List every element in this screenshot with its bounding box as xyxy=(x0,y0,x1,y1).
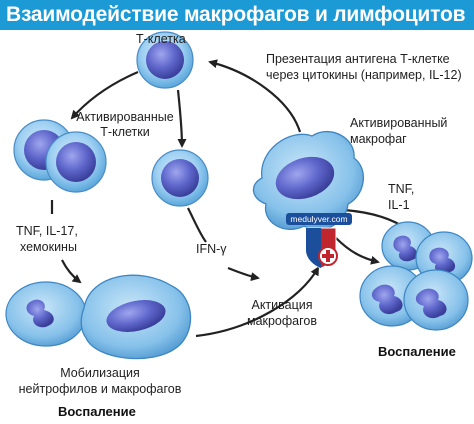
neutrophils-macrophages-left xyxy=(5,274,192,360)
label-t-cell: Т-клетка xyxy=(136,32,186,46)
label-tnf-il1-line2: IL-1 xyxy=(388,198,410,212)
watermark-text: medulyver.com xyxy=(290,214,347,224)
arrow-tcell-to-activated xyxy=(70,70,139,120)
label-activated-macrophage-line1: Активированный xyxy=(350,116,448,130)
diagram-title: Взаимодействие макрофагов и лимфоцитов xyxy=(6,3,466,26)
activated-t-cells xyxy=(13,119,107,193)
arrow-macrophage-to-tcell xyxy=(208,59,302,133)
activated-macrophage xyxy=(252,130,364,231)
title-bar: Взаимодействие макрофагов и лимфоцитов xyxy=(0,0,474,30)
arrow-tnf-to-mobilization xyxy=(61,259,82,284)
t-cell-center xyxy=(151,149,209,207)
label-tnf-il17-line1: TNF, IL-17, xyxy=(16,224,78,238)
arrow-tcell-to-center xyxy=(176,89,187,148)
label-antigen-presentation-line1: Презентация антигена Т-клетке xyxy=(266,52,450,66)
watermark-logo: medulyver.com xyxy=(286,213,352,269)
label-activated-t-cells-line1: Активированные xyxy=(76,110,174,124)
label-inflammation-left: Воспаление xyxy=(58,404,136,419)
label-macro-activation-line2: макрофагов xyxy=(246,314,318,328)
label-mobilization-line2: нейтрофилов и макрофагов xyxy=(18,382,182,396)
label-inflammation-right: Воспаление xyxy=(378,344,456,359)
arrow-neutrophils-to-macrophage xyxy=(195,266,319,338)
arrow-ifn-to-activation xyxy=(227,266,260,282)
label-tnf-il17-line2: хемокины xyxy=(20,240,77,254)
arrow-center-to-ifn xyxy=(187,207,207,243)
label-mobilization-line1: Мобилизация xyxy=(60,366,140,380)
label-tnf-il1-line1: TNF, xyxy=(388,182,415,196)
label-ifn-gamma: IFN-γ xyxy=(196,242,227,256)
label-antigen-presentation-line2: через цитокины (например, IL-12) xyxy=(266,68,462,82)
label-macro-activation-line1: Активация xyxy=(251,298,313,312)
arrow-macrophage-to-lower-right xyxy=(335,237,380,265)
label-activated-macrophage-line2: макрофаг xyxy=(350,132,407,146)
t-cell-top xyxy=(136,31,194,89)
neutrophils-right-lower xyxy=(359,265,469,331)
label-activated-t-cells-line2: Т-клетки xyxy=(100,125,150,139)
